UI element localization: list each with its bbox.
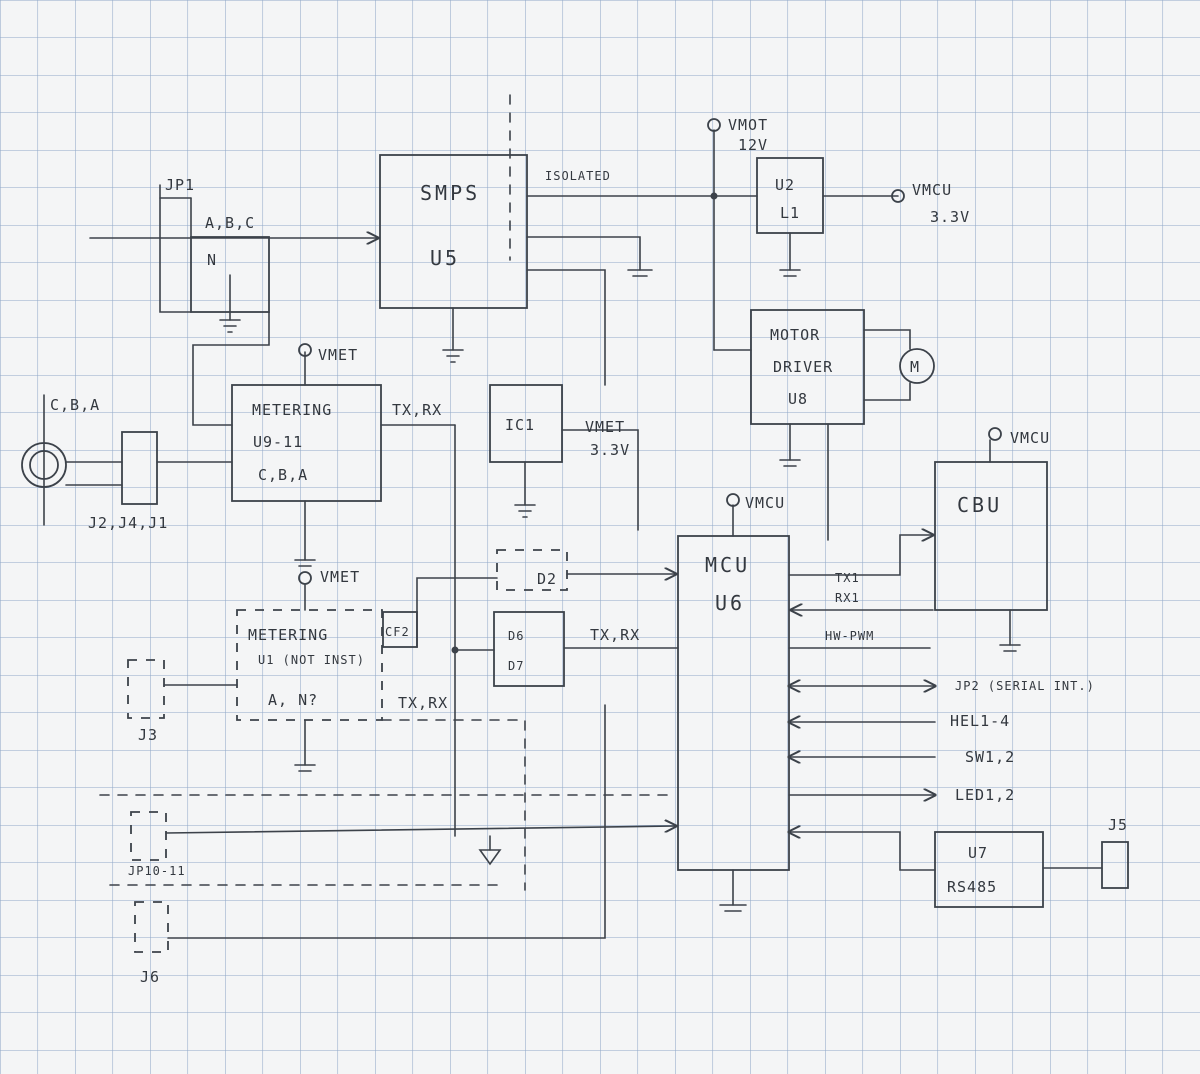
- motor-label: MOTOR: [770, 326, 820, 344]
- jp2-label: JP2 (SERIAL INT.): [955, 679, 1095, 693]
- rx1-label: RX1: [835, 591, 860, 605]
- motor-m-label: M: [910, 358, 920, 376]
- vmcu-mid-node: [726, 493, 740, 507]
- metering-u1-box: [236, 609, 383, 721]
- jp10-label: JP10-11: [128, 864, 186, 878]
- j3-connector-box: [127, 659, 165, 719]
- j2-label: J2,J4,J1: [88, 514, 168, 532]
- ic1-box: [489, 384, 563, 463]
- txrx1-label: TX,RX: [392, 401, 442, 419]
- isolated-label: ISOLATED: [545, 169, 611, 183]
- an-label: A, N?: [268, 691, 318, 709]
- smps-gnd-wire: [526, 236, 641, 271]
- j5-label: J5: [1108, 816, 1128, 834]
- u5-label: U5: [430, 246, 460, 270]
- ic1-vmet-wire: [561, 429, 639, 531]
- cf2-wire: [416, 577, 498, 648]
- u911-label: U9-11: [253, 433, 303, 451]
- sw-label: SW1,2: [965, 748, 1015, 766]
- v12-label: 12V: [738, 136, 768, 154]
- metering-u9-box: [231, 384, 382, 502]
- metering2-label: METERING: [248, 626, 328, 644]
- motor-wire-top: [863, 329, 911, 350]
- txrx3-wire: [381, 719, 526, 891]
- j6-connector-box: [134, 901, 169, 953]
- d7-label: D7: [508, 659, 524, 673]
- motor-driver-box: [750, 309, 865, 425]
- jp1-label: JP1: [165, 176, 195, 194]
- motor-circle: [899, 348, 935, 384]
- supply-nodes: [298, 118, 1002, 654]
- gnd-triangle: [478, 849, 502, 866]
- tx1-label: TX1: [835, 571, 860, 585]
- d6-d7-box: [493, 611, 565, 687]
- vmcu-cbu-node: [988, 427, 1002, 441]
- d2-label: D2: [537, 570, 557, 588]
- cbu-box: [934, 461, 1048, 611]
- u8-label: U8: [788, 390, 808, 408]
- motor-wire-bottom: [863, 382, 911, 401]
- rs485-label: RS485: [947, 878, 997, 896]
- j2-connector-box: [121, 431, 158, 505]
- j5-connector-box: [1101, 841, 1129, 889]
- l1-label: L1: [780, 204, 800, 222]
- jp10-connector-box: [130, 811, 167, 861]
- v33-top-label: 3.3V: [930, 208, 970, 226]
- jp1-wire: [159, 184, 192, 313]
- vmet1-node: [298, 343, 312, 357]
- n-to-metering-wire: [192, 311, 270, 426]
- driver-label: DRIVER: [773, 358, 833, 376]
- j6-wire: [167, 704, 606, 939]
- cba-label: C,B,A: [258, 466, 308, 484]
- smps-label: SMPS: [420, 181, 480, 205]
- vmot-node: [707, 118, 721, 132]
- cbu-label: CBU: [957, 493, 1002, 517]
- smps-3v3-wire: [526, 269, 606, 386]
- txrx3-label: TX,RX: [398, 694, 448, 712]
- ic1-label: IC1: [505, 416, 535, 434]
- v33-met-label: 3.3V: [590, 441, 630, 459]
- vmcu-top-label: VMCU: [912, 181, 952, 199]
- mcu-label: MCU: [705, 553, 750, 577]
- led-label: LED1,2: [955, 786, 1015, 804]
- vmet3-node: [298, 571, 312, 585]
- vmcu-mid-label: VMCU: [745, 494, 785, 512]
- wires: [43, 94, 1103, 939]
- vmot-label: VMOT: [728, 116, 768, 134]
- vmet2-label: VMET: [585, 418, 625, 436]
- ground-symbols: [219, 269, 1021, 912]
- jp10-to-mcu-wire: [165, 826, 676, 834]
- vmcu-cbu-label: VMCU: [1010, 429, 1050, 447]
- d2-box: [496, 549, 568, 591]
- u7-label: U7: [968, 844, 988, 862]
- abc-label: A,B,C: [205, 214, 255, 232]
- metering1-label: METERING: [252, 401, 332, 419]
- vmet1-label: VMET: [318, 346, 358, 364]
- hel-label: HEL1-4: [950, 712, 1010, 730]
- u6-label: U6: [715, 591, 745, 615]
- cf2-label: CF2: [385, 625, 410, 639]
- n-label: N: [207, 251, 217, 269]
- vmet3-label: VMET: [320, 568, 360, 586]
- vmcu-top-node: [891, 189, 905, 203]
- j6-label: J6: [140, 968, 160, 986]
- d6-label: D6: [508, 629, 524, 643]
- junction-dot-2: [451, 646, 459, 654]
- labels: JP1 A,B,C N SMPS U5 ISOLATED VMOT 12V U2…: [50, 116, 1128, 986]
- u2-label: U2: [775, 176, 795, 194]
- j3-label: J3: [138, 726, 158, 744]
- hwpwm-label: HW-PWM: [825, 629, 874, 643]
- txrx2-label: TX,RX: [590, 626, 640, 644]
- cba-input-label: C,B,A: [50, 396, 100, 414]
- mcu-to-cbu-tx-wire: [788, 535, 933, 576]
- rs485-wire: [789, 832, 936, 871]
- junction-dot: [710, 192, 718, 200]
- u1-label: U1 (NOT INST): [258, 653, 365, 667]
